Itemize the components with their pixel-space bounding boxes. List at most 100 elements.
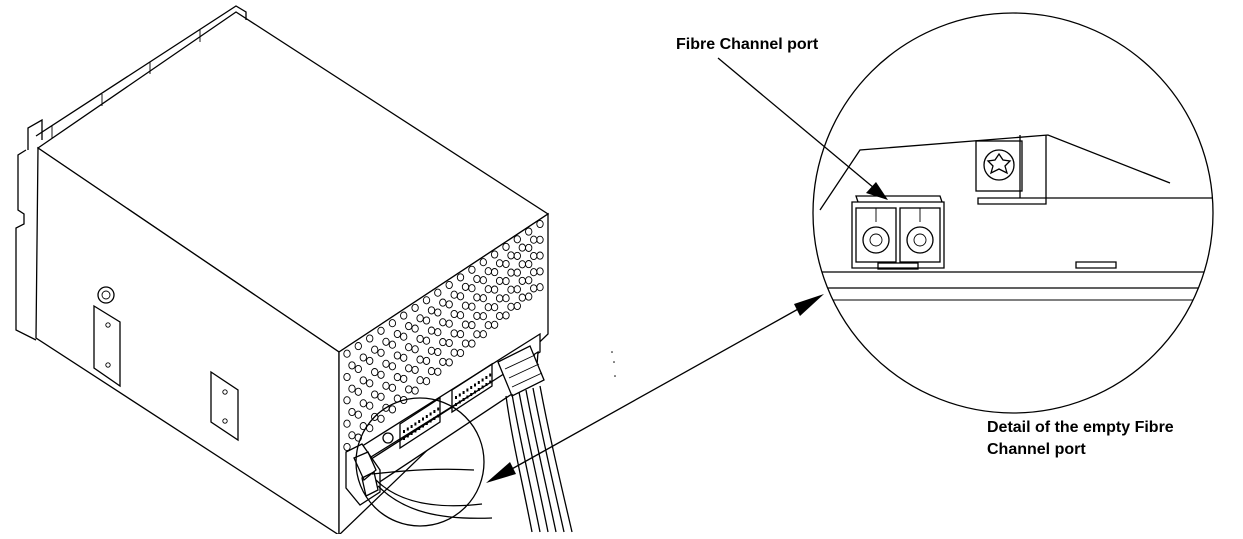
vent-hole xyxy=(513,301,521,311)
connector-pin xyxy=(485,376,488,379)
vent-hole xyxy=(366,401,374,410)
vent-hole xyxy=(343,372,351,382)
panel-knob-icon xyxy=(382,432,394,444)
connector-pin xyxy=(477,388,480,391)
vent-hole xyxy=(366,379,374,388)
vent-hole xyxy=(343,419,351,428)
vent-hole xyxy=(348,361,356,370)
vent-hole xyxy=(513,251,521,260)
vent-hole xyxy=(400,374,408,383)
drive-unit xyxy=(15,5,573,537)
connector-pin xyxy=(414,422,417,426)
vent-hole xyxy=(354,387,362,396)
vent-hole xyxy=(411,386,419,395)
vent-hole xyxy=(359,399,367,408)
connector-pin xyxy=(403,437,405,440)
connector-pin xyxy=(414,429,417,433)
vent-hole xyxy=(536,235,544,244)
vent-hole xyxy=(490,250,499,259)
fibre-channel-port xyxy=(851,195,945,270)
connector-pin xyxy=(433,417,436,420)
vent-hole xyxy=(422,296,431,305)
side-screw-icon xyxy=(97,286,115,304)
vent-hole xyxy=(434,347,442,357)
magnify-source-circle xyxy=(355,397,485,527)
vent-hole xyxy=(359,376,367,385)
vent-hole xyxy=(359,353,367,362)
vent-hole xyxy=(400,395,408,405)
vent-hole xyxy=(456,348,465,358)
connector-pin xyxy=(418,427,421,430)
vent-hole xyxy=(445,300,453,309)
vent-hole xyxy=(445,338,453,348)
vent-hole xyxy=(536,267,544,276)
detail-view xyxy=(717,12,1214,414)
connector-pin xyxy=(429,412,432,416)
connector-pin xyxy=(485,383,488,386)
arrow-head-right xyxy=(794,294,824,316)
connector-pin xyxy=(489,373,492,377)
vent-hole xyxy=(445,280,453,290)
connector-pin xyxy=(470,393,473,396)
vent-hole xyxy=(422,356,431,365)
vent-hole xyxy=(382,337,390,346)
vent-hole xyxy=(422,377,431,386)
connector-pin xyxy=(466,395,469,399)
vent-hole xyxy=(382,359,390,368)
vent-hole xyxy=(366,334,374,343)
vent-hole xyxy=(354,364,362,374)
vent-hole xyxy=(525,276,533,285)
side-bracket-right xyxy=(210,370,239,442)
vent-holes xyxy=(343,219,544,452)
vent-hole xyxy=(411,303,419,312)
vent-hole xyxy=(525,260,533,269)
vent-hole xyxy=(490,268,499,277)
callout-label-fibre-channel-port: Fibre Channel port xyxy=(676,36,819,53)
vent-hole xyxy=(434,328,442,337)
fibre-optic-cable xyxy=(371,468,493,519)
vent-hole xyxy=(366,424,374,433)
vent-hole xyxy=(377,392,385,401)
vent-hole xyxy=(343,396,351,405)
detail-circle xyxy=(812,12,1214,414)
power-cable-bundle xyxy=(497,345,573,533)
connector-pin xyxy=(433,410,436,413)
drive-fibre-connector xyxy=(345,443,381,506)
vent-hole xyxy=(536,283,544,292)
vent-hole xyxy=(479,276,487,285)
connector-pin xyxy=(489,380,492,384)
vent-hole xyxy=(343,442,351,452)
vent-hole xyxy=(525,227,533,236)
drive-rails xyxy=(15,5,247,341)
vent-hole xyxy=(405,322,413,331)
connector-pin xyxy=(406,427,409,431)
connector-pin xyxy=(437,407,440,411)
connector-pin xyxy=(425,415,428,418)
vent-hole xyxy=(411,324,419,333)
vent-hole xyxy=(354,342,362,351)
vent-hole xyxy=(371,368,379,377)
vent-hole xyxy=(456,273,465,282)
vent-hole xyxy=(479,258,487,267)
vent-hole xyxy=(502,311,510,320)
vent-hole xyxy=(490,303,499,312)
connector-pin xyxy=(422,417,424,421)
connector-pin xyxy=(462,398,465,401)
vent-hole xyxy=(525,292,533,301)
vent-hole xyxy=(388,405,397,414)
vent-hole xyxy=(377,326,385,335)
vent-hole xyxy=(388,340,397,349)
vent-hole xyxy=(468,265,476,274)
connector-pin xyxy=(410,432,413,435)
connector-pin xyxy=(458,393,461,397)
vent-hole xyxy=(456,292,465,301)
vent-hole xyxy=(456,330,465,339)
detail-caption: Detail of the empty Fibre Channel port xyxy=(987,417,1243,461)
vent-hole xyxy=(490,285,499,294)
detail-screw-icon xyxy=(975,140,1023,192)
vent-hole xyxy=(377,370,385,379)
vent-hole xyxy=(536,219,544,229)
vent-hole xyxy=(468,321,476,330)
connector-pin xyxy=(418,420,421,423)
vent-hole xyxy=(490,320,499,329)
